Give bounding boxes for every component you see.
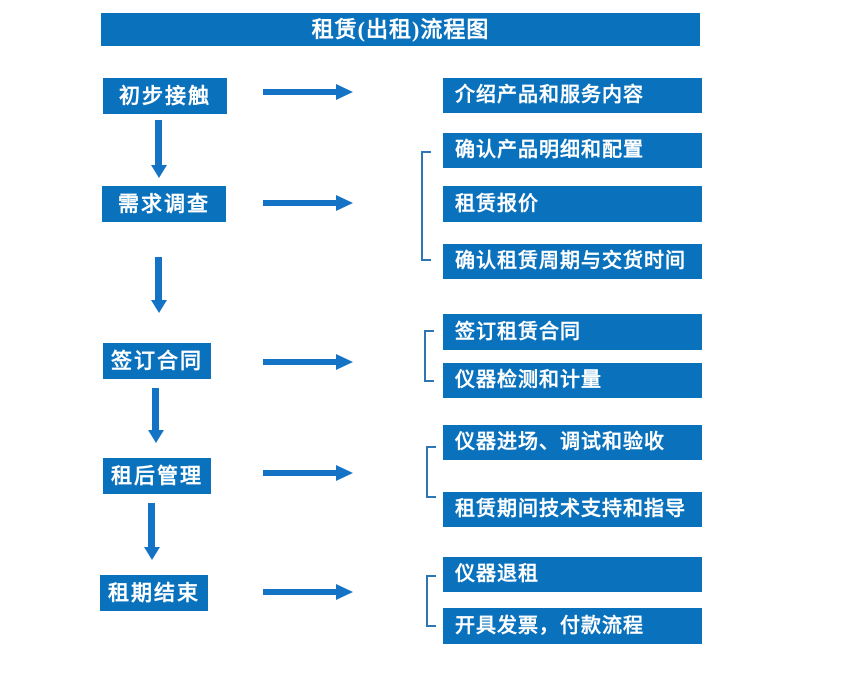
arrow-shaft: [263, 470, 337, 476]
arrow-shaft: [263, 589, 337, 595]
arrow-down-stage3-to-stage4: [148, 388, 164, 443]
detail-box-introduce-products: 介绍产品和服务内容: [443, 78, 702, 113]
arrow-head-icon: [148, 430, 164, 443]
detail-box-instrument-return: 仪器退租: [443, 557, 702, 592]
arrow-down-stage4-to-stage5: [144, 503, 160, 560]
stage-box-sign-contract: 签订合同: [103, 343, 211, 379]
detail-box-confirm-rental-period: 确认租赁周期与交货时间: [443, 244, 702, 279]
bracket-demand-survey-group: [421, 151, 431, 261]
bracket-sign-contract-group: [424, 330, 434, 382]
arrow-head-icon: [336, 195, 353, 211]
detail-box-technical-support: 租赁期间技术支持和指导: [443, 492, 702, 527]
arrow-right-sign-contract: [263, 354, 353, 370]
bracket-lease-end-group: [426, 575, 436, 627]
detail-box-sign-rental-contract: 签订租赁合同: [443, 314, 702, 350]
detail-box-instrument-testing: 仪器检测和计量: [443, 363, 702, 398]
stage-box-initial-contact: 初步接触: [103, 78, 227, 114]
stage-box-post-rental-management: 租后管理: [103, 458, 211, 494]
arrow-right-demand-survey: [263, 195, 353, 211]
arrow-shaft: [263, 89, 337, 95]
stage-box-lease-end: 租期结束: [100, 575, 208, 611]
detail-box-invoice-payment: 开具发票，付款流程: [443, 608, 702, 644]
arrow-head-icon: [151, 165, 167, 178]
arrow-down-stage1-to-stage2: [151, 120, 167, 178]
arrow-shaft: [155, 120, 162, 166]
arrow-right-initial-contact: [263, 84, 353, 100]
arrow-right-post-rental-management: [263, 465, 353, 481]
stage-box-demand-survey: 需求调查: [102, 186, 226, 222]
arrow-head-icon: [151, 300, 167, 313]
arrow-head-icon: [336, 84, 353, 100]
arrow-shaft: [152, 388, 159, 431]
arrow-shaft: [263, 359, 337, 365]
arrow-shaft: [148, 503, 155, 548]
bracket-post-rental-group: [426, 446, 436, 498]
detail-box-confirm-product-details: 确认产品明细和配置: [443, 133, 702, 168]
detail-box-rental-quotation: 租赁报价: [443, 186, 702, 222]
arrow-shaft: [155, 257, 162, 301]
arrow-head-icon: [336, 354, 353, 370]
arrow-right-lease-end: [263, 584, 353, 600]
arrow-down-stage2-to-stage3: [151, 257, 167, 313]
detail-box-instrument-setup-acceptance: 仪器进场、调试和验收: [443, 425, 702, 460]
arrow-head-icon: [144, 547, 160, 560]
arrow-shaft: [263, 200, 337, 206]
flowchart-title: 租赁(出租)流程图: [101, 13, 700, 46]
arrow-head-icon: [336, 465, 353, 481]
arrow-head-icon: [336, 584, 353, 600]
